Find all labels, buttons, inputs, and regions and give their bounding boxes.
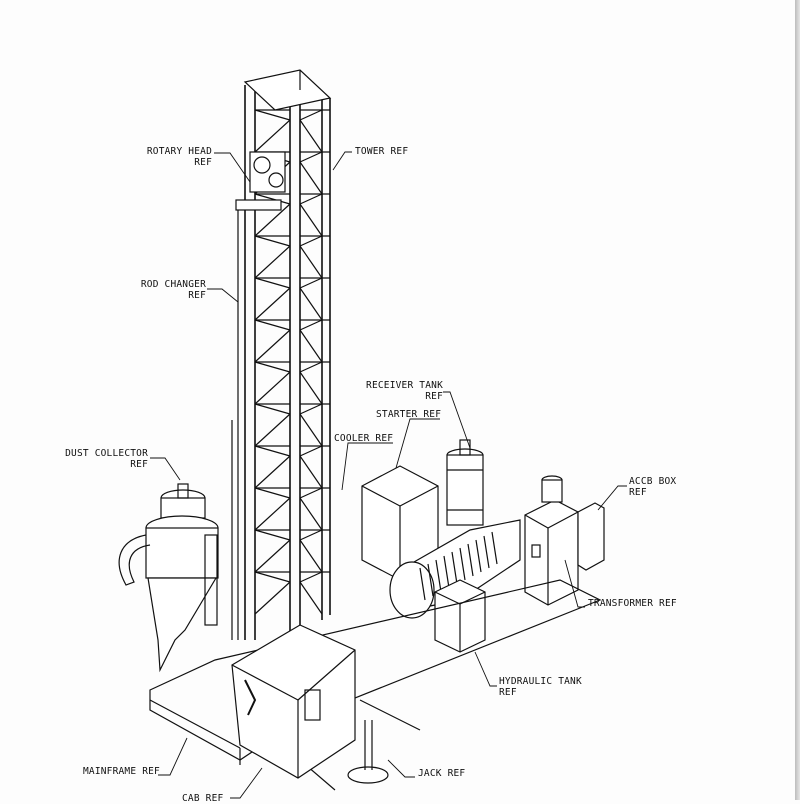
label-line: REF <box>130 459 148 470</box>
tower-member <box>299 413 323 447</box>
label-line: ROD CHANGER <box>140 279 206 290</box>
hydraulic-tank <box>434 579 486 653</box>
rotary-head <box>235 151 286 211</box>
tower-member <box>254 529 291 541</box>
motor-fin <box>427 563 434 597</box>
motor-fin <box>459 547 466 581</box>
label-cab: CAB REF <box>182 793 224 804</box>
label-line: DUST COLLECTOR <box>65 448 148 459</box>
compressor-motor <box>389 519 521 619</box>
label-line: ROTARY HEAD <box>146 146 212 157</box>
tower-member <box>254 487 291 499</box>
tower-member <box>254 497 291 531</box>
label-line: REF <box>425 391 443 402</box>
tower-member <box>299 193 323 205</box>
label-tower: TOWER REF <box>355 146 409 157</box>
tower-member <box>254 319 291 331</box>
label-line: ACCB BOX <box>629 476 677 487</box>
tower-member <box>299 529 323 541</box>
tower-member <box>254 403 291 415</box>
tower-member <box>299 287 323 321</box>
tower-member <box>254 277 291 289</box>
tower-member <box>299 151 323 163</box>
leader-lines <box>150 151 627 799</box>
tower-member <box>299 161 323 195</box>
tower-member <box>254 413 291 447</box>
motor-fin <box>483 535 490 569</box>
tower-member <box>254 539 291 573</box>
label-line: HYDRAULIC TANK <box>499 676 582 687</box>
tower-member <box>254 455 291 489</box>
label-line: REF <box>188 290 206 301</box>
tower-member <box>299 203 323 237</box>
motor-fin <box>435 559 442 593</box>
tower-member <box>299 445 323 457</box>
label-line: RECEIVER TANK <box>366 380 443 391</box>
tower-member <box>299 329 323 363</box>
tower-member <box>299 455 323 489</box>
label-line: REF <box>499 687 517 698</box>
tower-member <box>299 571 323 583</box>
tower-member <box>299 371 323 405</box>
motor-fin <box>491 531 498 565</box>
tower-top <box>243 69 332 111</box>
label-mainframe: MAINFRAME REF <box>83 766 160 777</box>
tower-member <box>299 487 323 499</box>
tower-member <box>254 361 291 373</box>
tower-member <box>299 361 323 373</box>
tower-member <box>254 109 291 121</box>
label-line: REF <box>194 157 212 168</box>
accb-box <box>577 502 605 571</box>
receiver-tank <box>446 439 484 526</box>
tower-member <box>254 571 291 583</box>
tower-member <box>299 277 323 289</box>
tower-member <box>254 119 291 153</box>
label-transformer: TRANSFORMER REF <box>588 598 677 609</box>
starter-cabinet <box>361 465 439 581</box>
tower-member <box>299 119 323 153</box>
tower-member <box>299 245 323 279</box>
transformer <box>524 475 579 606</box>
dust-collector <box>118 483 219 673</box>
motor-fin <box>451 551 458 585</box>
label-jack: JACK REF <box>418 768 466 779</box>
tower-member <box>254 329 291 363</box>
label-line: REF <box>629 487 647 498</box>
page-edge-shadow <box>795 0 800 800</box>
tower-member <box>254 235 291 247</box>
motor-fin <box>419 567 426 601</box>
tower-member <box>299 403 323 415</box>
tower-member <box>254 193 291 205</box>
tower-member <box>299 497 323 531</box>
tower-member <box>254 371 291 405</box>
tower-member <box>254 445 291 457</box>
jack <box>347 720 389 784</box>
label-cooler: COOLER REF <box>334 433 394 444</box>
tower-member <box>299 235 323 247</box>
tower-member <box>254 287 291 321</box>
label-starter: STARTER REF <box>376 409 442 420</box>
tower-member <box>299 109 323 121</box>
motor-fin <box>443 555 450 589</box>
tower-member <box>299 539 323 573</box>
motor-fin <box>467 543 474 577</box>
tower-member <box>299 319 323 331</box>
tower-member <box>299 581 323 615</box>
tower-member <box>254 245 291 279</box>
tower-member <box>254 581 291 615</box>
tower-member <box>254 203 291 237</box>
motor-fin <box>475 539 482 573</box>
cab <box>231 624 356 779</box>
